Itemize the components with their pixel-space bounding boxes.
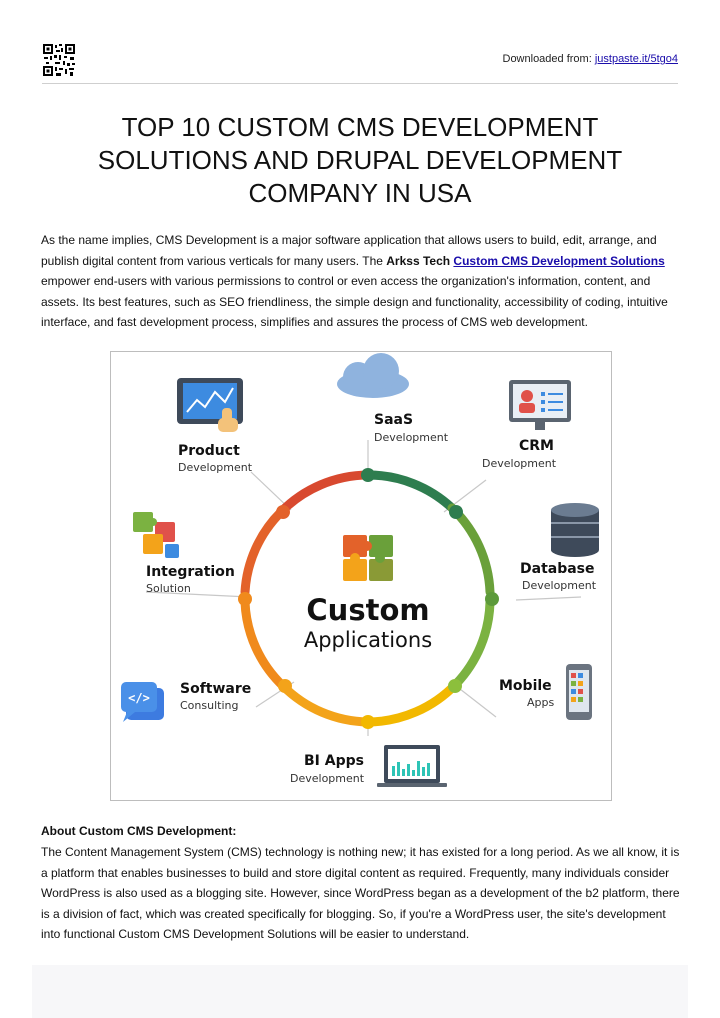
software-title: Software	[180, 681, 251, 697]
database-icon	[551, 503, 599, 557]
mobile-title: Mobile	[499, 678, 552, 694]
crm-monitor-icon	[509, 380, 571, 430]
laptop-chart-icon	[377, 745, 447, 787]
custom-cms-link[interactable]: Custom CMS Development Solutions	[453, 253, 665, 268]
custom-applications-diagram: Custom Applications SaaS Development CRM…	[121, 353, 599, 787]
page-bottom-shade	[32, 965, 688, 1018]
bi-subtitle: Development	[290, 772, 365, 785]
product-subtitle: Development	[178, 461, 253, 474]
saas-title: SaaS	[374, 412, 413, 428]
saas-subtitle: Development	[374, 431, 449, 444]
header-divider	[42, 83, 678, 84]
company-name: Arkss Tech	[386, 253, 451, 268]
qr-code-icon	[42, 43, 76, 77]
about-heading: About Custom CMS Development:	[41, 824, 237, 838]
product-title: Product	[178, 443, 240, 459]
integration-subtitle: Solution	[146, 582, 191, 595]
mobile-phone-icon	[566, 664, 592, 720]
crm-title: CRM	[519, 438, 554, 454]
database-title: Database	[520, 561, 595, 577]
download-prefix: Downloaded from:	[502, 53, 595, 65]
custom-applications-figure: Custom Applications SaaS Development CRM…	[110, 351, 612, 801]
mobile-subtitle: Apps	[527, 696, 554, 709]
code-chat-icon: </>	[121, 682, 164, 722]
intro-text-start: As the name implies, CMS Development is …	[41, 233, 657, 268]
integration-title: Integration	[146, 564, 235, 580]
cloud-icon	[337, 353, 409, 398]
center-title: Custom	[306, 593, 429, 627]
code-glyph: </>	[128, 691, 150, 705]
center-subtitle: Applications	[304, 628, 432, 652]
about-paragraph: The Content Management System (CMS) tech…	[41, 845, 680, 941]
software-subtitle: Consulting	[180, 699, 238, 712]
page-title: TOP 10 CUSTOM CMS DEVELOPMENT SOLUTIONS …	[97, 112, 623, 208]
puzzle-icon	[343, 535, 393, 581]
download-source: Downloaded from: justpaste.it/5tgo4	[503, 53, 679, 65]
intro-paragraph: As the name implies, CMS Development is …	[41, 230, 680, 333]
integration-puzzle-icon	[133, 512, 179, 558]
database-subtitle: Development	[522, 579, 597, 592]
bi-title: BI Apps	[304, 753, 364, 769]
intro-text-end: empower end-users with various permissio…	[41, 274, 668, 329]
crm-subtitle: Development	[482, 457, 557, 470]
tablet-touch-icon	[177, 378, 243, 432]
source-link[interactable]: justpaste.it/5tgo4	[594, 53, 678, 65]
